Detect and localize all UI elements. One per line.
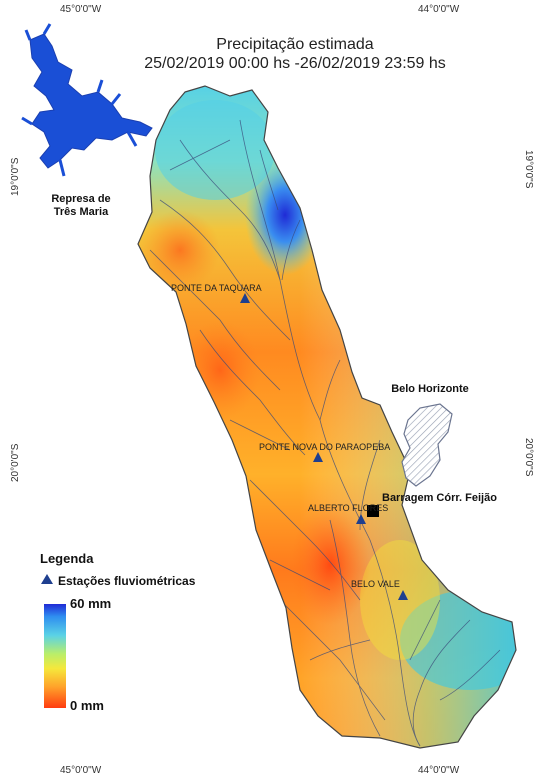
station-marker-ponte-nova [313,452,323,462]
dam-label: Barragem Córr. Feijão [382,492,497,504]
lon-label-top-left: 45°0'0"W [60,4,102,15]
legend-title: Legenda [40,551,94,566]
city-area [401,403,453,487]
reservoir-shape [29,33,153,169]
reservoir-label-1: Represa de [51,193,111,205]
lon-label-bottom-right: 44°0'0"W [418,765,460,776]
station-marker-ponte-da-taquara [240,293,250,303]
dam-marker [367,505,379,517]
reservoir-arm [21,23,138,177]
legend-stations-label: Estações fluviométricas [58,574,196,588]
station-label: PONTE DA TAQUARA [171,283,262,293]
map-title-line1: Precipitação estimada [216,36,374,53]
legend-color-ramp [44,604,66,708]
station-marker-belo-vale [398,590,408,600]
station-marker-alberto-flores [356,514,366,524]
lon-label-bottom-left: 45°0'0"W [60,765,102,776]
legend-max-label: 60 mm [70,596,112,611]
legend-station-icon [41,574,53,584]
river-network [149,119,501,747]
legend-min-label: 0 mm [70,698,104,713]
basin-outline [137,85,517,749]
lon-label-top-right: 44°0'0"W [418,4,460,15]
city-label: Belo Horizonte [391,383,469,395]
reservoir-label-2: Três Maria [53,206,109,218]
map-title-line2: 25/02/2019 00:00 hs -26/02/2019 23:59 hs [144,55,446,72]
station-label: BELO VALE [351,579,400,589]
station-label: PONTE NOVA DO PARAOPEBA [259,442,391,452]
station-label: ALBERTO FLORES [308,503,389,513]
